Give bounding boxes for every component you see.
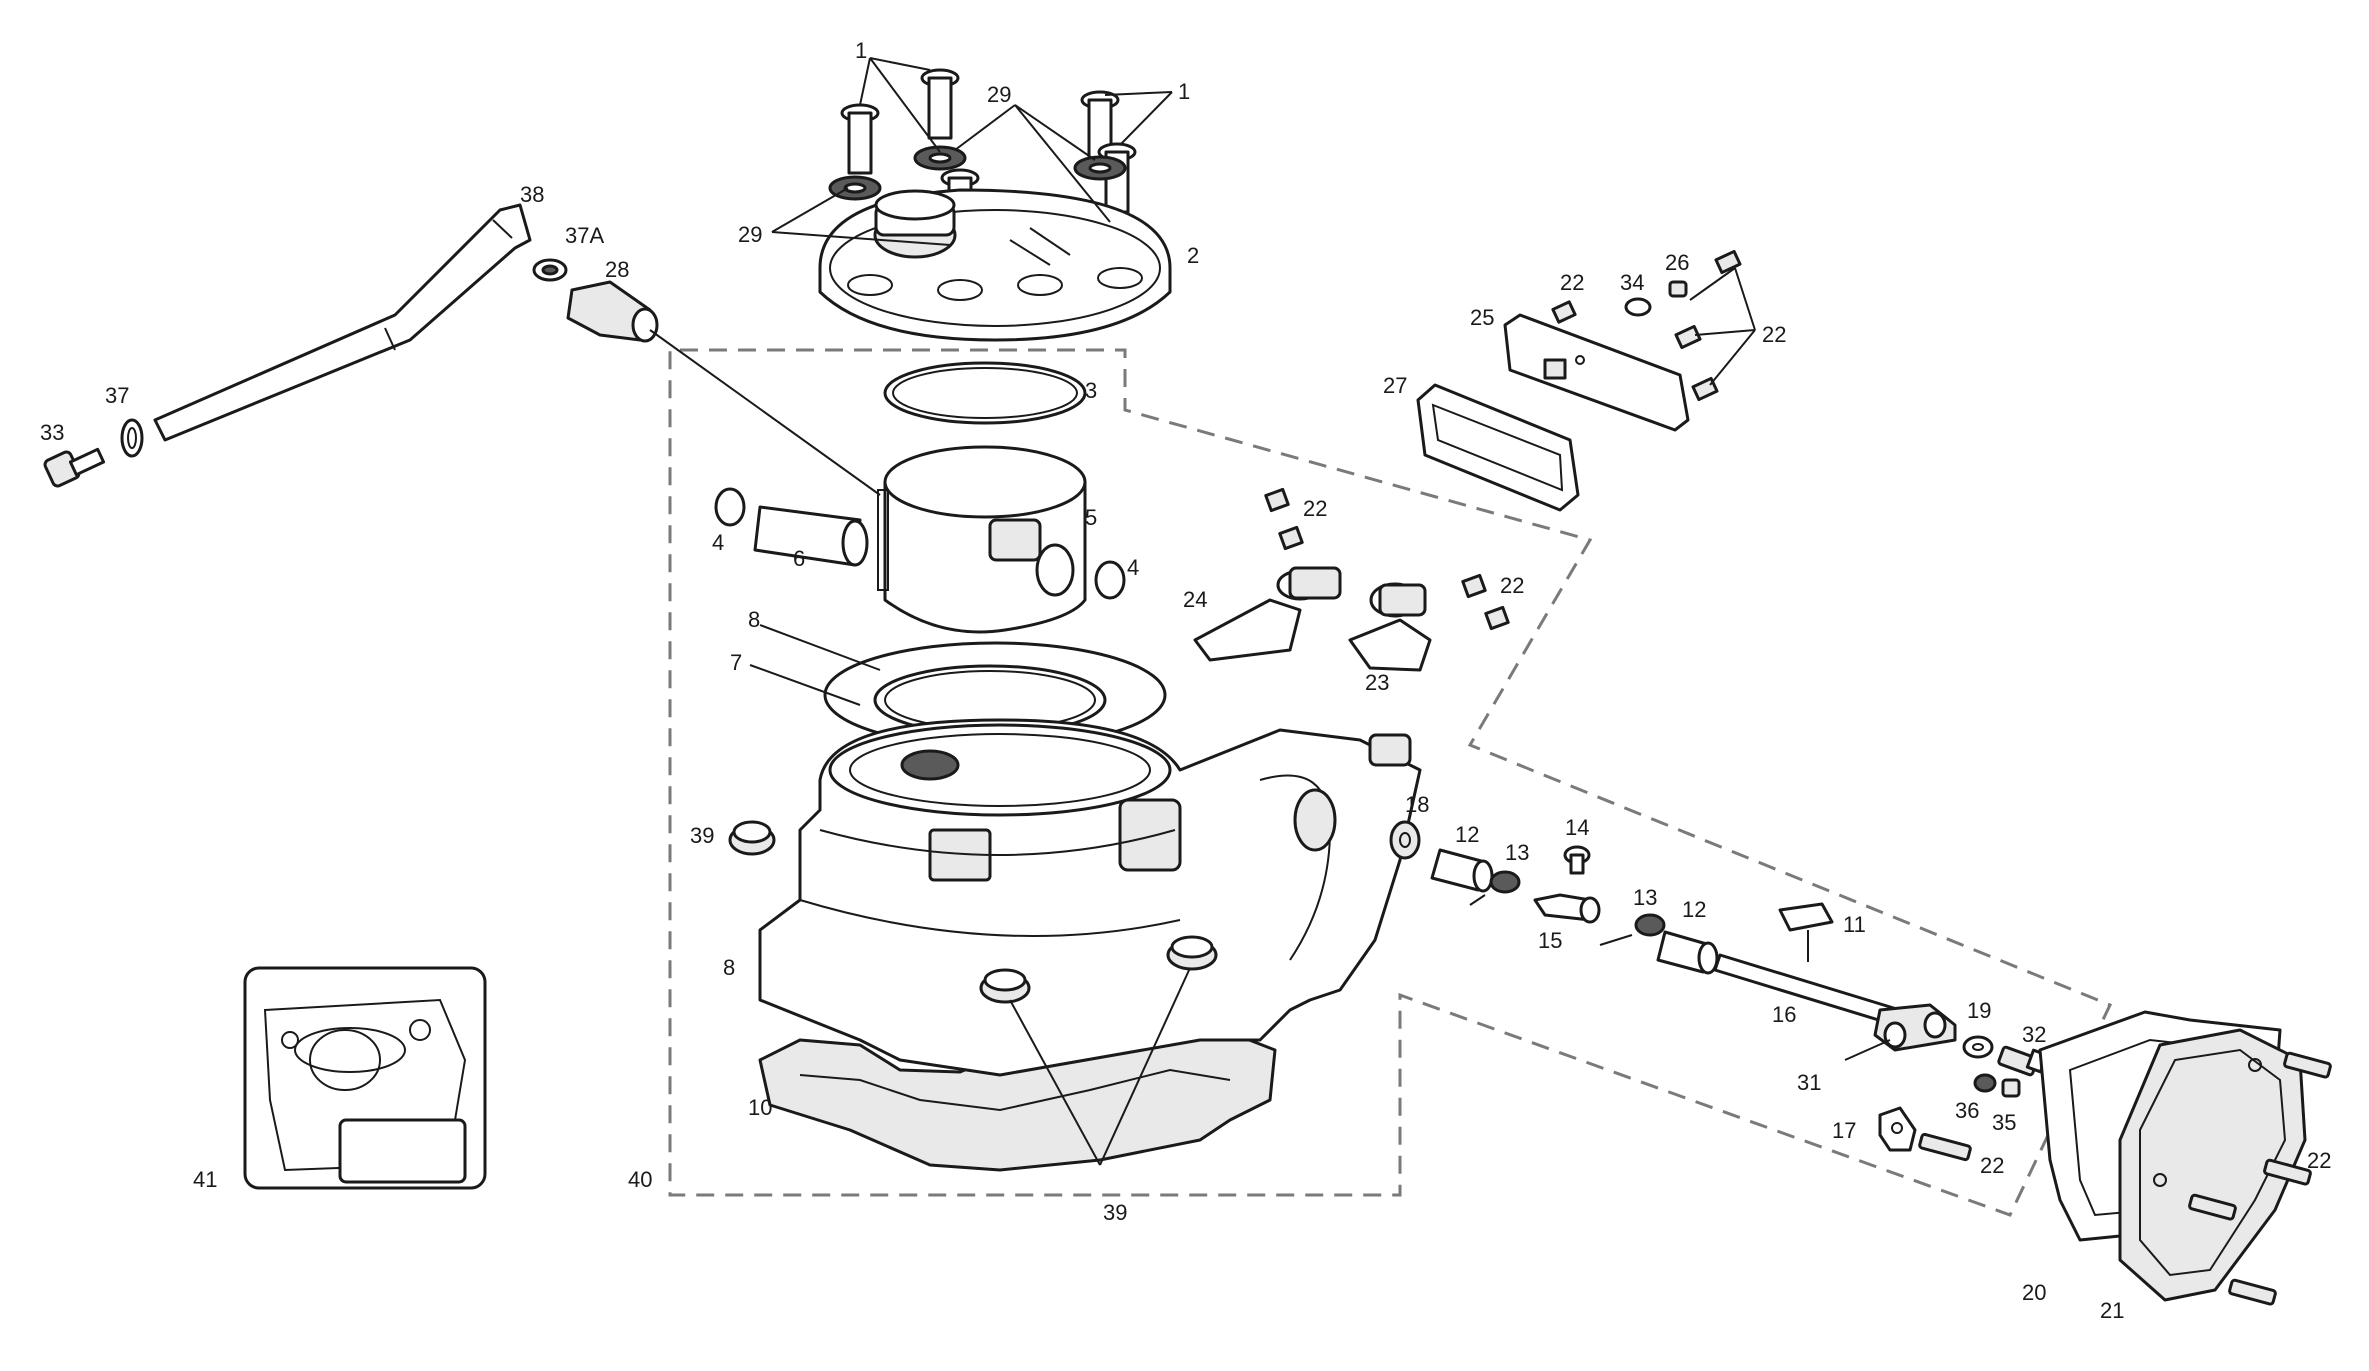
callout-10: 10 [748,1095,772,1120]
exhaust-valve-24 [1193,566,1342,662]
hose-clamp-37a [532,258,568,282]
bolt [920,68,960,140]
plug-39-right [1166,935,1218,971]
callout-12: 12 [1682,897,1706,922]
callout-22: 22 [2307,1148,2331,1173]
callout-12: 12 [1455,822,1479,847]
callout-18: 18 [1405,792,1429,817]
callout-20: 20 [2022,1280,2046,1305]
callout-31: 31 [1797,1070,1821,1095]
piston-5 [877,445,1087,634]
screws-22-cover-right [2188,1051,2332,1306]
cylinder [758,718,1422,1077]
callout-26: 26 [1665,250,1689,275]
callout-25: 25 [1470,305,1494,330]
callout-22: 22 [1303,496,1327,521]
callout-4: 4 [712,530,724,555]
bushing-12-left [1430,848,1494,893]
callout-27: 27 [1383,373,1407,398]
bushing-12-right [1656,930,1719,975]
callout-6: 6 [793,546,805,571]
callout-22: 22 [1980,1153,2004,1178]
callout-13: 13 [1633,885,1657,910]
callout-37a: 37A [565,223,604,248]
callout-28: 28 [605,257,629,282]
callout-22: 22 [1500,573,1524,598]
hose-clamp-37 [120,418,144,458]
valve-shaft-16 [1713,953,1902,1027]
key-11 [1778,902,1834,962]
callout-14: 14 [1565,815,1589,840]
callout-35: 35 [1992,1110,2016,1135]
plug-39-center [979,968,1031,1004]
plate-17 [1878,1106,1917,1152]
callout-36: 36 [1955,1098,1979,1123]
washer-34 [1624,297,1652,317]
piston-ring-3 [883,361,1087,425]
callout-32: 32 [2022,1022,2046,1047]
callout-17: 17 [1832,1118,1856,1143]
bushing-18 [1389,820,1421,860]
plug-39-left [728,820,776,856]
screw-22-lower [1918,1132,1972,1162]
callout-16: 16 [1772,1002,1796,1027]
spring-13-left [1469,870,1521,906]
callout-22: 22 [1560,270,1584,295]
callout-39: 39 [1103,1200,1127,1225]
callout-24: 24 [1183,587,1207,612]
screw-33 [43,447,106,488]
callout-23: 23 [1365,670,1389,695]
callout-4: 4 [1127,555,1139,580]
cover-gasket-27 [1416,383,1580,512]
cylinder-head-2 [818,188,1172,342]
callout-22: 22 [1762,322,1786,347]
lever-15 [1533,893,1601,924]
callout-1: 1 [855,38,867,63]
callout-15: 15 [1538,928,1562,953]
base-gasket-10 [758,1013,1277,1172]
callout-3: 3 [1085,378,1097,403]
spring-13-right [1599,913,1666,946]
piston-pin-6 [753,505,869,567]
circlip-4-left [714,487,746,527]
callout-37: 37 [105,383,129,408]
screw-14 [1563,845,1591,875]
callout-2: 2 [1187,243,1199,268]
callout-29: 29 [738,222,762,247]
washer-36 [1973,1073,1997,1093]
callout-8: 8 [748,607,760,632]
callout-7: 7 [730,650,742,675]
callout-labels: 1 1 29 29 2 3 38 37A 28 37 33 4 6 5 4 8 … [40,38,2331,1323]
callout-11: 11 [1843,912,1866,937]
cover-plate-25 [1503,313,1690,432]
screws-22-cover [1551,249,1742,402]
washer-19 [1962,1035,1994,1059]
callout-41: 41 [193,1167,217,1192]
bolt [840,103,880,175]
callout-21: 21 [2100,1298,2124,1323]
water-hose-38 [153,203,532,442]
callout-34: 34 [1620,270,1644,295]
callout-5: 5 [1085,505,1097,530]
circlip-4-right [1094,560,1126,600]
callout-38: 38 [520,182,544,207]
fitting-28 [566,280,881,496]
callout-33: 33 [40,420,64,445]
callout-19: 19 [1967,998,1991,1023]
callout-40: 40 [628,1167,652,1192]
screws-22-valve [1264,487,1510,631]
callout-8: 8 [723,955,735,980]
leader-lines [749,57,1891,1166]
nut-35 [2001,1078,2021,1098]
callout-39: 39 [690,823,714,848]
group-40-boundary [668,348,2113,1217]
gasket-kit-41 [243,966,487,1190]
callout-29: 29 [987,82,1011,107]
valve-lever-31 [1873,1003,1957,1052]
exhaust-valve-23 [1348,582,1432,672]
screw-26 [1668,280,1688,298]
callout-1: 1 [1178,79,1190,104]
callout-13: 13 [1505,840,1529,865]
